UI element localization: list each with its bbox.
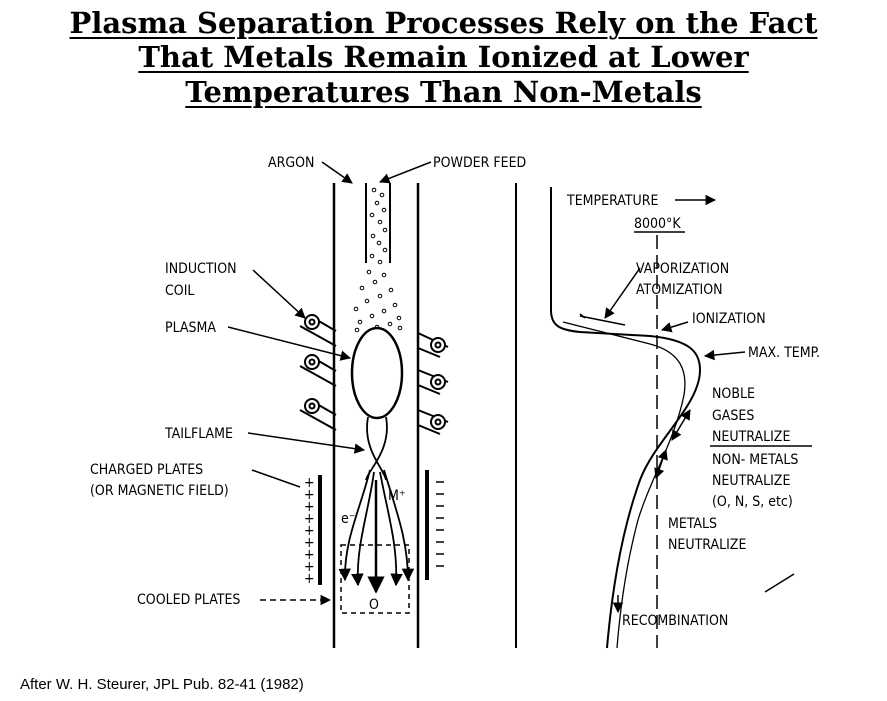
svg-text:+: + bbox=[304, 511, 315, 527]
label-recombination: RECOMBINATION bbox=[622, 613, 728, 629]
label-max-temp: MAX. TEMP. bbox=[748, 345, 820, 361]
title-line-2: That Metals Remain Ionized at Lower bbox=[138, 40, 749, 74]
left-leader-lines bbox=[227, 161, 432, 606]
label-neutral: O bbox=[369, 597, 379, 613]
label-ionization: IONIZATION bbox=[692, 311, 766, 327]
svg-text:+: + bbox=[304, 475, 315, 491]
label-temperature: TEMPERATURE bbox=[566, 193, 658, 209]
label-noble-neutralize: NEUTRALIZE bbox=[712, 429, 790, 445]
svg-text:+: + bbox=[304, 487, 315, 503]
plasma-ball bbox=[350, 326, 404, 420]
label-elements: (O, N, S, etc) bbox=[712, 494, 793, 510]
positive-charges: +++ +++ +++ bbox=[304, 475, 315, 587]
label-tailflame: TAILFLAME bbox=[164, 426, 233, 442]
induction-coil-left bbox=[299, 314, 337, 431]
svg-text:+: + bbox=[304, 499, 315, 515]
powder-particles bbox=[353, 187, 403, 333]
label-metal-ion: M⁺ bbox=[388, 488, 406, 504]
right-leader-lines bbox=[579, 194, 812, 614]
label-nonmetals-neutralize: NEUTRALIZE bbox=[712, 473, 790, 489]
svg-text:+: + bbox=[304, 571, 315, 587]
svg-text:+: + bbox=[304, 535, 315, 551]
label-induction: INDUCTION bbox=[165, 261, 237, 277]
svg-text:+: + bbox=[304, 523, 315, 539]
svg-text:+: + bbox=[304, 559, 315, 575]
label-atomization: ATOMIZATION bbox=[636, 282, 723, 298]
label-noble: NOBLE bbox=[712, 386, 755, 402]
powder-feed-tube bbox=[365, 183, 391, 263]
svg-text:+: + bbox=[304, 547, 315, 563]
charged-plates bbox=[318, 470, 429, 585]
label-gases: GASES bbox=[712, 408, 754, 424]
cooled-plates-box bbox=[340, 544, 410, 614]
label-metals: METALS bbox=[668, 516, 717, 532]
label-non-metals: NON- METALS bbox=[712, 452, 798, 468]
label-argon: ARGON bbox=[268, 155, 314, 171]
negative-charges bbox=[436, 481, 444, 567]
label-vaporization: VAPORIZATION bbox=[636, 261, 729, 277]
temperature-profile-outer bbox=[550, 187, 702, 649]
label-magnetic-field: (OR MAGNETIC FIELD) bbox=[90, 483, 229, 499]
label-cooled-plates: COOLED PLATES bbox=[137, 592, 240, 608]
label-metals-neutralize: NEUTRALIZE bbox=[668, 537, 746, 553]
label-coil: COIL bbox=[165, 283, 194, 299]
label-electron: e⁻ bbox=[341, 511, 355, 527]
tailflame-lines bbox=[338, 416, 415, 587]
source-credit: After W. H. Steurer, JPL Pub. 82-41 (198… bbox=[20, 676, 304, 693]
temperature-profile-inner bbox=[562, 321, 686, 649]
torch-tube bbox=[332, 183, 420, 648]
label-8000k: 8000°K bbox=[634, 216, 681, 232]
title-line-3: Temperatures Than Non-Metals bbox=[185, 75, 702, 109]
label-powder-feed: POWDER FEED bbox=[433, 155, 526, 171]
title-line-1: Plasma Separation Processes Rely on the … bbox=[69, 6, 818, 40]
induction-coil-right bbox=[417, 332, 449, 435]
label-plasma: PLASMA bbox=[165, 320, 216, 336]
label-charged-plates: CHARGED PLATES bbox=[90, 462, 203, 478]
